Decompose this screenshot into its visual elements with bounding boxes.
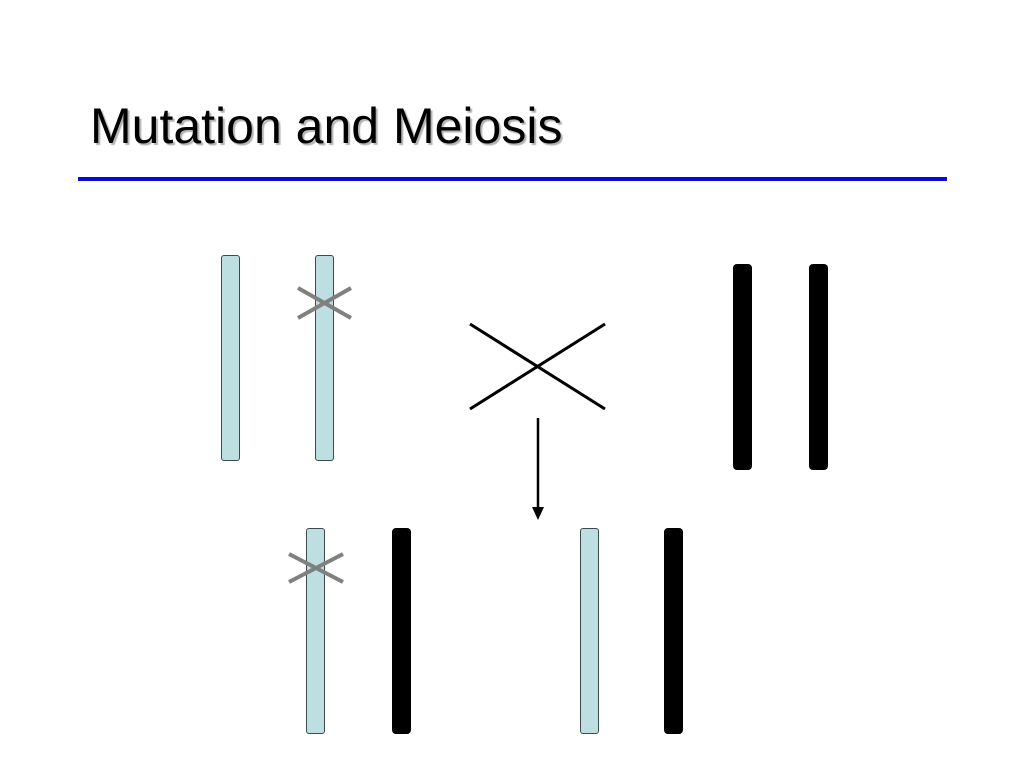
- parent-a-chromosome-normal: [221, 255, 240, 461]
- offspring-2-chromosome-dark: [664, 528, 683, 734]
- offspring-1-chromosome-dark: [392, 528, 411, 734]
- offspring-1-chromosome-mutated: [306, 528, 325, 734]
- mutation-mark-icon: [297, 286, 352, 320]
- arrow-down-icon: [532, 418, 544, 520]
- parent-b-chromosome-1: [733, 264, 752, 470]
- mutation-mark-icon: [288, 552, 344, 584]
- parent-b-chromosome-2: [809, 264, 828, 470]
- cross-x-icon: [469, 322, 606, 411]
- offspring-2-chromosome-light: [580, 528, 599, 734]
- slide-title: Mutation and Meiosis: [90, 98, 563, 154]
- title-underline: [78, 177, 947, 181]
